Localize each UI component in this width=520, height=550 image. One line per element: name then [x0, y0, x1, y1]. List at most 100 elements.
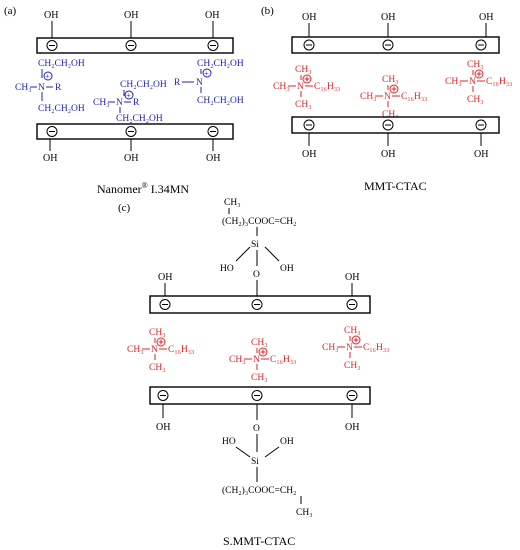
methyl-group: CH₃ [93, 98, 110, 108]
methyl-group: CH₃ [382, 75, 399, 85]
hydroxyl-label: OH [479, 12, 493, 23]
nitrogen-atom: N [469, 77, 476, 87]
svg-text:+: + [45, 72, 50, 81]
hydroxyethyl-group: CH₂CH₂OH [116, 114, 163, 124]
r-group: R [174, 78, 181, 88]
panel-c-top-hydroxyls: OH OH [158, 272, 359, 296]
svg-text:+: + [126, 91, 131, 100]
oxygen-atom: O [253, 270, 260, 280]
panel-b-caption: MMT-CTAC [364, 179, 427, 193]
panel-b-clay-sheet-bottom [291, 116, 500, 134]
hydroxyethyl-group: CH₂CH₂OH [38, 59, 85, 69]
hydroxyl-label: OH [280, 437, 294, 447]
hydroxyl-label: OH [280, 264, 294, 274]
hydroxyl-label: OH [205, 10, 219, 21]
oxygen-atom: O [253, 424, 260, 434]
hydroxyl-label: OH [381, 12, 395, 23]
methyl-group: CH₃ [344, 326, 361, 336]
panel-a-bottom-negative-charges [46, 126, 219, 137]
nitrogen-atom: N [196, 78, 203, 88]
silicon-atom: Si [251, 457, 259, 467]
panel-a-bottom-hydroxyls: OH OH OH [43, 139, 220, 164]
nitrogen-atom: N [384, 92, 391, 102]
r-group: R [55, 83, 62, 93]
panel-b-bottom-negative-charges [303, 119, 487, 131]
panel-a-cation-middle: CH₂CH₂OH + CH₃ N R CH₂CH₂OH [93, 80, 167, 124]
hexadecyl-chain: C₁₆H₃₃ [314, 82, 340, 92]
hydroxyethyl-group: CH₂CH₂OH [197, 96, 244, 106]
hydroxyl-label: OH [302, 12, 316, 23]
svg-text:+: + [204, 69, 209, 78]
panel-a-label: (a) [4, 5, 17, 17]
methyl-group: CH₃ [251, 338, 268, 348]
panel-a-caption: Nanomer® I.34MN [97, 181, 189, 196]
hydroxyl-label: OH [302, 149, 316, 160]
r-group: R [133, 98, 140, 108]
panel-a-cation-left: CH₂CH₂OH + CH₃ N R CH₂CH₂OH [15, 59, 85, 114]
methyl-group: CH₃ [295, 100, 312, 110]
methyl-group: CH₃ [467, 95, 484, 105]
methyl-group: CH₃ [229, 355, 246, 365]
methacrylate-chain: (CH₂)₃COOC=CH₂ [222, 216, 296, 227]
hydroxyl-label: OH [124, 10, 138, 21]
methyl-group: CH₃ [467, 60, 484, 70]
methyl-group: CH₃ [149, 328, 166, 338]
hexadecyl-chain: C₁₆H₃₃ [270, 355, 296, 365]
panel-a-top-negative-charges [46, 40, 219, 51]
nitrogen-atom: N [346, 343, 353, 353]
panel-b-bottom-hydroxyls: OH OH OH [302, 133, 488, 160]
hydroxyl-label: OH [158, 272, 172, 283]
methyl-group: CH₃ [296, 508, 313, 518]
methacrylate-chain: (CH₂)₃COOC=CH₂ [222, 485, 296, 496]
panel-c-bottom-hydroxyls: OH OH [156, 404, 359, 433]
hydroxyl-label: OH [156, 422, 170, 433]
hydroxyl-label: OH [44, 10, 58, 21]
panel-c-label: (c) [118, 202, 131, 214]
methyl-group: CH₃ [295, 65, 312, 75]
hexadecyl-chain: C₁₆H₃₃ [401, 92, 427, 102]
methyl-group: CH₃ [382, 110, 399, 120]
panel-c-top-negative-charges [159, 299, 358, 310]
panel-c-bottom-negative-charges [157, 390, 358, 401]
methyl-group: CH₃ [445, 77, 462, 87]
panel-c-top-silane: CH₃ (CH₂)₃COOC=CH₂ Si HO OH O [220, 198, 296, 296]
silicon-atom: Si [251, 240, 259, 250]
hydroxyl-label: OH [124, 153, 138, 164]
hexadecyl-chain: C₁₆H₃₃ [168, 345, 194, 355]
hydroxyl-label: OH [345, 422, 359, 433]
hydroxyethyl-group: CH₂CH₂OH [120, 80, 167, 90]
hydroxyl-label: OH [206, 153, 220, 164]
methyl-group: CH₃ [344, 361, 361, 371]
methyl-group: CH₃ [149, 363, 166, 373]
panel-a-cation-right: CH₂CH₂OH + R N CH₂CH₂OH [174, 59, 244, 106]
methyl-group: CH₃ [273, 82, 290, 92]
panel-b-label: (b) [261, 5, 274, 17]
panel-b-top-negative-charges [303, 39, 487, 51]
hydroxyl-label: OH [381, 149, 395, 160]
hexadecyl-chain: C₁₆H₃₃ [486, 77, 512, 87]
panel-b-clay-sheet-top [291, 36, 500, 54]
hydroxyl-label: OH [474, 149, 488, 160]
nitrogen-atom: N [151, 345, 158, 355]
panel-c-bottom-silane: O HO OH Si (CH₂)₃COOC=CH₂ CH₃ [222, 404, 313, 518]
hydroxyl-label: OH [43, 153, 57, 164]
hydroxyl-label: HO [220, 264, 234, 274]
panel-c-caption: S.MMT-CTAC [223, 534, 295, 548]
nitrogen-atom: N [253, 355, 260, 365]
methyl-group: CH₃ [251, 373, 268, 383]
methyl-group: CH₃ [322, 343, 339, 353]
nitrogen-atom: N [38, 83, 45, 93]
hexadecyl-chain: C₁₆H₃₃ [363, 343, 389, 353]
hydroxyethyl-group: CH₂CH₂OH [38, 104, 85, 114]
panel-b-top-hydroxyls: OH OH OH [302, 12, 493, 37]
nitrogen-atom: N [297, 82, 304, 92]
methyl-group: CH₃ [127, 345, 144, 355]
